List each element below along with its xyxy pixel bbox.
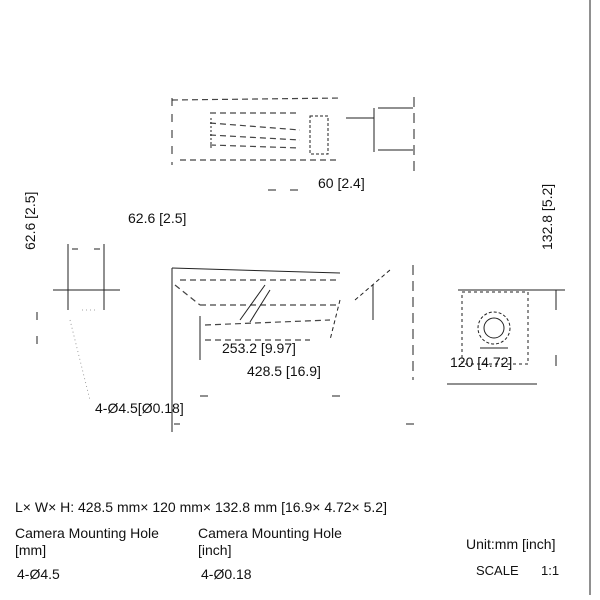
front-view <box>447 289 565 385</box>
overall-dimensions: L× W× H: 428.5 mm× 120 mm× 132.8 mm [16.… <box>15 499 387 515</box>
hole-mm-value: 4-Ø4.5 <box>17 566 60 582</box>
hole-dimension: 4-Ø4.5[Ø0.18] <box>95 400 184 416</box>
unit-label: Unit:mm [inch] <box>466 536 556 552</box>
hole-inch-label: Camera Mounting Hole <box>198 525 342 541</box>
scale-value: 1:1 <box>541 563 560 578</box>
hole-inch-value: 4-Ø0.18 <box>201 566 252 582</box>
mount-length-dimension: 253.2 [9.97] <box>222 340 296 356</box>
plate-width-dimension: 62.6 [2.5] <box>128 210 187 226</box>
width-dimension: 120 [4.72] <box>450 354 513 370</box>
height-dimension: 132.8 [5.2] <box>539 183 555 250</box>
scale-label: SCALE <box>476 563 519 578</box>
top-view-width-dimension: 60 [2.4] <box>318 175 365 191</box>
side-view <box>171 265 414 432</box>
mounting-plate-view <box>36 244 120 401</box>
length-dimension: 428.5 [16.9] <box>247 363 321 379</box>
hole-inch-unit: [inch] <box>198 542 232 558</box>
hole-mm-unit: [mm] <box>15 542 47 558</box>
hole-mm-label: Camera Mounting Hole <box>15 525 159 541</box>
top-view <box>171 97 415 191</box>
plate-height-dimension: 62.6 [2.5] <box>22 191 38 250</box>
